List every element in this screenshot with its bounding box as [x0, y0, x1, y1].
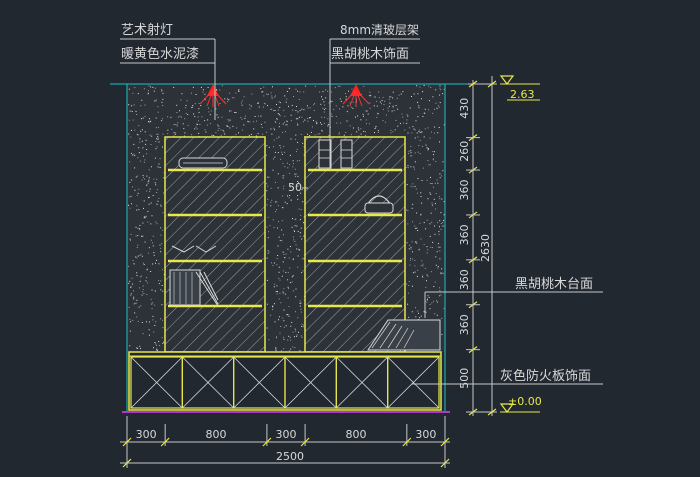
dimension-height-segment: 430	[458, 98, 471, 119]
cabinet-door	[387, 356, 440, 409]
dimension-height-segment: 360	[458, 314, 471, 335]
label-fireproof-board: 灰色防火板饰面	[500, 368, 591, 384]
label-cement-paint: 暖黄色水泥漆	[121, 46, 199, 62]
label-art-spotlight: 艺术射灯	[121, 22, 173, 38]
cabinet-door	[335, 356, 389, 409]
dimension-width-segment: 800	[346, 428, 367, 441]
level-floor-value: ±0.00	[508, 395, 542, 408]
level-top-value: 2.63	[510, 88, 535, 101]
right-leaders	[412, 291, 603, 385]
decor-fabric-rolls	[169, 269, 219, 307]
label-glass-shelf: 8mm清玻层架	[340, 23, 419, 37]
right-dimension-chain	[466, 76, 497, 416]
level-marker-top	[499, 75, 540, 101]
dimension-width-segment: 300	[276, 428, 297, 441]
dimension-50: 50	[288, 181, 302, 194]
dimension-width-segment: 800	[206, 428, 227, 441]
top-leaders	[120, 38, 420, 170]
label-walnut-finish: 黑胡桃木饰面	[331, 47, 409, 62]
label-walnut-countertop: 黑胡桃木台面	[515, 277, 593, 292]
decor-books	[318, 139, 353, 169]
dimension-total-height: 2630	[479, 234, 492, 262]
lower-cabinet	[128, 351, 442, 411]
art-spotlight-right	[342, 84, 370, 107]
dimension-height-segment: 260	[458, 141, 471, 162]
dimension-height-segment: 500	[458, 368, 471, 389]
dimension-width-segment: 300	[136, 428, 157, 441]
dimension-height-segment: 360	[458, 224, 471, 245]
dimension-height-segment: 360	[458, 180, 471, 201]
bottom-dimension-chain	[120, 416, 450, 468]
countertop-object	[367, 319, 441, 351]
dimension-total-width: 2500	[276, 450, 304, 463]
decor-basket	[364, 195, 394, 214]
display-niche-left	[164, 136, 266, 353]
decor-bowls	[171, 245, 217, 253]
dimension-height-segment: 360	[458, 269, 471, 290]
level-marker-floor	[499, 403, 540, 413]
dimension-width-segment: 300	[415, 428, 436, 441]
